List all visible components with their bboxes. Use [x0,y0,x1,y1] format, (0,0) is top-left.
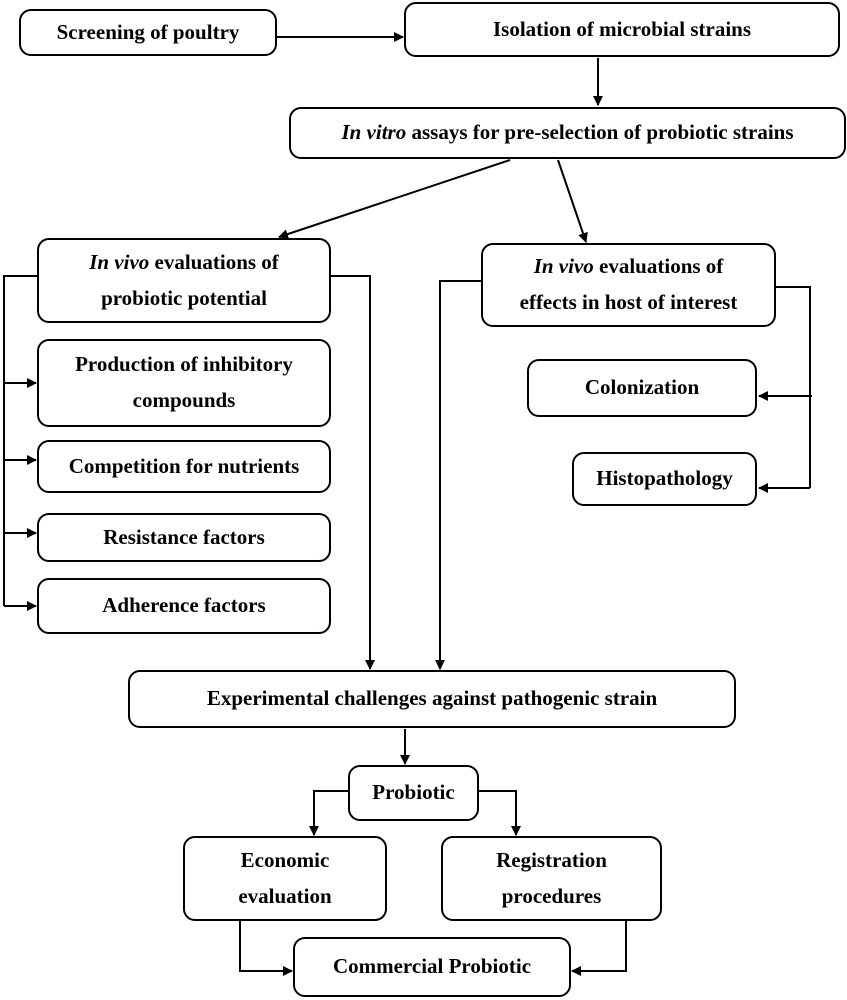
node-in-vivo-host-line2: effects in host of interest [519,290,738,314]
in-vivo-host-rest: evaluations of [593,254,724,279]
node-in-vivo-host-line1: In vivo evaluations of [534,249,724,285]
node-in-vivo-potential: In vivo evaluations of probiotic potenti… [37,238,331,323]
node-registration-line2: procedures [501,883,602,908]
node-histopathology: Histopathology [572,452,757,506]
node-in-vivo-potential-line2: probiotic potential [101,285,267,310]
node-economic-line1: Economic [240,847,330,872]
node-adherence: Adherence factors [37,578,331,634]
arrow-in-vitro-to-potential [278,159,511,239]
arrow-economic-to-commercial [239,921,293,976]
node-isolation: Isolation of microbial strains [404,2,840,57]
node-resistance: Resistance factors [37,513,331,562]
node-resistance-text: Resistance factors [103,524,265,549]
node-in-vivo-host: In vivo evaluations of effects in host o… [481,243,776,327]
node-inhibitory-compounds: Production of inhibitory compounds [37,339,331,427]
arrow-probiotic-to-registration [479,790,521,836]
in-vitro-italic: In vitro [341,120,407,145]
node-economic-line2: evaluation [238,883,332,908]
node-challenges: Experimental challenges against pathogen… [128,670,736,728]
node-probiotic: Probiotic [348,765,479,821]
node-isolation-text: Isolation of microbial strains [492,16,752,41]
bracket-potential-left [3,275,37,606]
node-inhibitory-line2: compounds [132,388,236,412]
node-in-vivo-potential-line1: In vivo evaluations of [89,245,279,281]
node-registration-line1: Registration [496,847,607,872]
node-economic-evaluation: Economic evaluation [183,836,387,921]
in-vivo-host-italic: In vivo [533,254,594,279]
node-commercial-text: Commercial Probiotic [332,954,532,979]
arrow-probiotic-to-economic [309,790,348,836]
node-competition: Competition for nutrients [37,440,331,493]
in-vivo-potential-rest: evaluations of [149,249,279,274]
node-in-vitro-assays: In vitro assays for pre-selection of pro… [289,107,846,159]
node-histopathology-text: Histopathology [596,466,733,491]
node-inhibitory-line1: Production of inhibitory [75,352,293,377]
bracket-host-right [776,286,811,488]
in-vivo-potential-italic: In vivo [89,249,150,274]
arrow-host-to-challenges [435,280,481,670]
node-competition-text: Competition for nutrients [68,453,300,478]
node-colonization: Colonization [527,359,757,417]
node-commercial-probiotic: Commercial Probiotic [293,937,571,997]
in-vitro-rest: assays for pre-selection of probiotic st… [406,120,794,145]
arrow-potential-to-challenges [331,275,375,670]
arrow-in-vitro-to-host [557,159,588,243]
node-screening-text: Screening of poultry [56,19,240,44]
arrow-registration-to-commercial [571,921,627,976]
node-colonization-text: Colonization [584,375,700,400]
node-screening: Screening of poultry [19,9,277,56]
node-challenges-text: Experimental challenges against pathogen… [206,686,658,711]
node-in-vitro-text: In vitro assays for pre-selection of pro… [341,115,793,151]
node-adherence-text: Adherence factors [102,593,266,618]
node-probiotic-text: Probiotic [372,780,455,805]
node-registration: Registration procedures [441,836,662,921]
